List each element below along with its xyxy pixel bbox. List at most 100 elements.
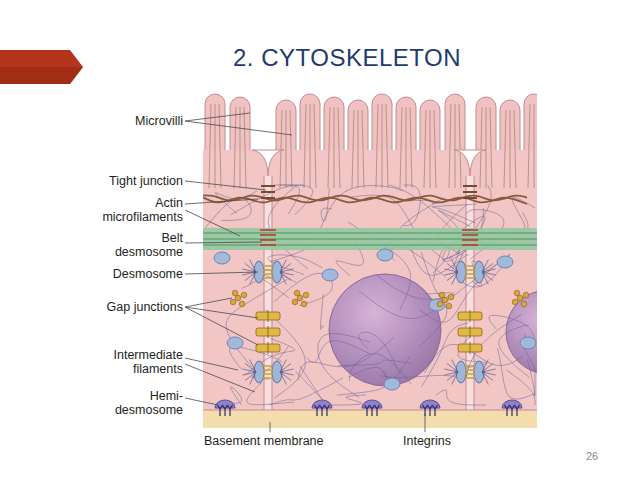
leader-line	[185, 298, 232, 307]
belt-desmosome	[260, 229, 276, 231]
desmosome-link	[465, 273, 475, 275]
gap-junction-channel	[470, 326, 471, 338]
actin-core	[490, 107, 492, 188]
part-label: Tight junction	[73, 174, 183, 188]
gap-junction-cluster	[292, 299, 298, 305]
intermediate-filament	[265, 310, 306, 399]
intermediate-filament	[444, 369, 458, 372]
part-label: Gap junctions	[83, 300, 183, 314]
actin-core	[314, 104, 316, 188]
actin-core	[480, 107, 482, 188]
part-label: Microvilli	[93, 114, 183, 128]
part-label: Basement membrane	[204, 434, 374, 448]
actin-core	[338, 107, 340, 188]
desmosome-plaque	[384, 378, 400, 390]
intermediate-filament	[242, 269, 256, 272]
gap-junction-cluster	[448, 294, 454, 300]
intermediate-filament	[245, 272, 256, 281]
leader-line	[185, 272, 258, 274]
actin-core	[234, 107, 236, 188]
actin-core	[382, 104, 383, 188]
cell-cytoplasm	[203, 150, 537, 412]
intermediate-filament	[226, 279, 287, 367]
intermediate-filament	[245, 372, 256, 381]
belt-desmosome	[462, 239, 478, 241]
actin-core	[514, 110, 516, 188]
intermediate-filament	[250, 372, 256, 384]
desmosome-link	[263, 269, 273, 271]
desmosome-link	[465, 265, 475, 267]
page-number: 26	[586, 449, 616, 463]
integrin	[223, 405, 228, 416]
actin-core	[358, 110, 359, 188]
gap-junction-cluster	[235, 295, 241, 301]
desmosome-link	[465, 373, 475, 375]
actin-core	[304, 104, 306, 188]
apical-cleft	[454, 150, 486, 178]
actin-core	[424, 110, 426, 188]
leader-line	[185, 181, 266, 190]
intermediate-filament	[247, 383, 294, 405]
belt-desmosome	[462, 244, 478, 246]
actin-core	[334, 107, 335, 188]
desmosome-link	[263, 369, 273, 371]
gap-junction-channel	[470, 310, 471, 322]
actin-core	[362, 110, 364, 188]
actin-belt	[203, 228, 537, 250]
leader-line	[185, 121, 292, 135]
intermediate-filament	[377, 275, 454, 299]
integrin	[365, 405, 370, 416]
intermediate-filament	[447, 272, 458, 281]
leader-line	[425, 414, 426, 432]
intermediate-filament	[280, 260, 286, 272]
actin-core	[434, 110, 436, 188]
desmosome-plaque	[520, 337, 536, 349]
apical-cleft	[252, 150, 284, 178]
integrin	[320, 405, 325, 416]
intercellular-space	[466, 176, 474, 412]
actin-core	[510, 110, 511, 188]
intermediate-filament	[482, 372, 493, 381]
gap-junction-cluster	[442, 297, 448, 303]
intermediate-filament	[318, 333, 370, 397]
actin-core	[406, 107, 407, 188]
desmosome-link	[263, 365, 273, 367]
actin-belt-fiber	[203, 245, 537, 246]
integrin	[228, 405, 233, 416]
integrin	[375, 405, 380, 416]
actin-core	[209, 104, 211, 188]
intermediate-filament	[499, 325, 530, 378]
intermediate-filament	[245, 338, 295, 375]
actin-core	[534, 104, 535, 188]
intermediate-filament	[298, 337, 394, 380]
leader-line	[185, 113, 250, 121]
actin-core	[449, 104, 451, 188]
desmosome-link	[263, 265, 273, 267]
desmosome-link	[263, 377, 273, 379]
desmosome-link	[465, 377, 475, 379]
leader-line	[185, 358, 238, 370]
actin-core	[504, 110, 506, 188]
integrin	[505, 405, 510, 416]
part-label: Hemi- desmosome	[113, 389, 183, 417]
gap-junction-cluster	[439, 292, 445, 298]
slide-title: 2. CYTOSKELETON	[233, 44, 461, 72]
intermediate-filament	[452, 360, 458, 372]
actin-belt-fiber	[203, 233, 537, 234]
actin-core	[528, 104, 530, 188]
part-label: Desmosome	[93, 267, 183, 281]
intermediate-filament	[337, 372, 388, 396]
actin-core	[430, 110, 431, 188]
desmosome-link	[465, 277, 475, 279]
actin-belt-fiber	[203, 239, 537, 240]
intermediate-filament	[295, 366, 325, 404]
leader-line	[185, 199, 258, 204]
belt-desmosome	[462, 234, 478, 236]
intermediate-filament	[359, 332, 400, 374]
leader-line	[185, 398, 218, 405]
intermediate-filament	[452, 260, 458, 272]
tight-junction	[463, 185, 477, 187]
intermediate-filament	[280, 272, 286, 284]
gap-junction-cluster	[239, 301, 245, 307]
leader-line	[270, 422, 271, 432]
